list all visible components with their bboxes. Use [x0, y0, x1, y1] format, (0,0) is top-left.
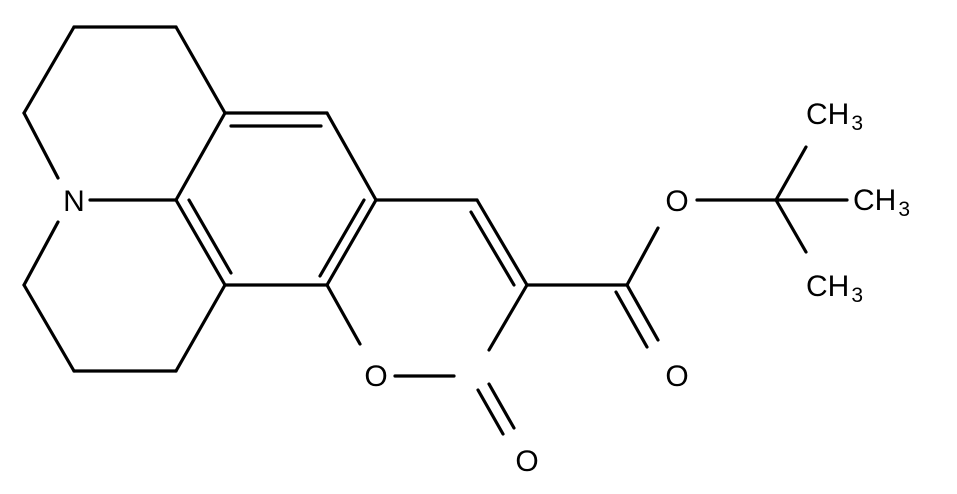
methyl-mid-label: CH3 — [853, 184, 910, 221]
atom-labels: N O O O O CH3 CH3 CH3 — [63, 98, 910, 478]
bond — [625, 226, 660, 287]
bond — [174, 198, 227, 287]
atom-nitrogen: N — [63, 185, 85, 218]
atom-ester-oxygen: O — [665, 185, 688, 218]
methyl-bottom-subscript: 3 — [851, 284, 863, 307]
methyl-bottom-ch: CH — [806, 270, 849, 303]
bond — [614, 290, 649, 349]
bond — [487, 283, 529, 352]
bond — [774, 145, 808, 202]
atom-ester-carbonyl-oxygen: O — [665, 360, 688, 393]
bond — [22, 283, 76, 373]
bond — [22, 25, 76, 115]
bond — [22, 220, 60, 287]
bond — [469, 210, 516, 287]
atom-ring-oxygen: O — [364, 360, 387, 393]
bond — [318, 198, 366, 278]
bond — [174, 111, 227, 202]
bonds — [22, 25, 849, 436]
bond — [476, 388, 505, 436]
bond — [325, 111, 378, 202]
bond — [174, 25, 227, 115]
bond — [22, 111, 60, 180]
bond — [325, 198, 378, 287]
bond — [625, 283, 660, 342]
atom-lactone-carbonyl-oxygen: O — [515, 445, 538, 478]
methyl-bottom-label: CH3 — [806, 270, 863, 307]
methyl-mid-subscript: 3 — [898, 198, 910, 221]
bond — [475, 198, 529, 287]
bond — [174, 283, 227, 373]
bond — [187, 198, 233, 275]
bond — [774, 198, 808, 254]
methyl-mid-ch: CH — [853, 184, 896, 217]
methyl-top-ch: CH — [806, 98, 849, 131]
bond — [487, 382, 516, 430]
methyl-top-subscript: 3 — [851, 112, 863, 135]
bond — [325, 283, 362, 346]
methyl-top-label: CH3 — [806, 98, 863, 135]
